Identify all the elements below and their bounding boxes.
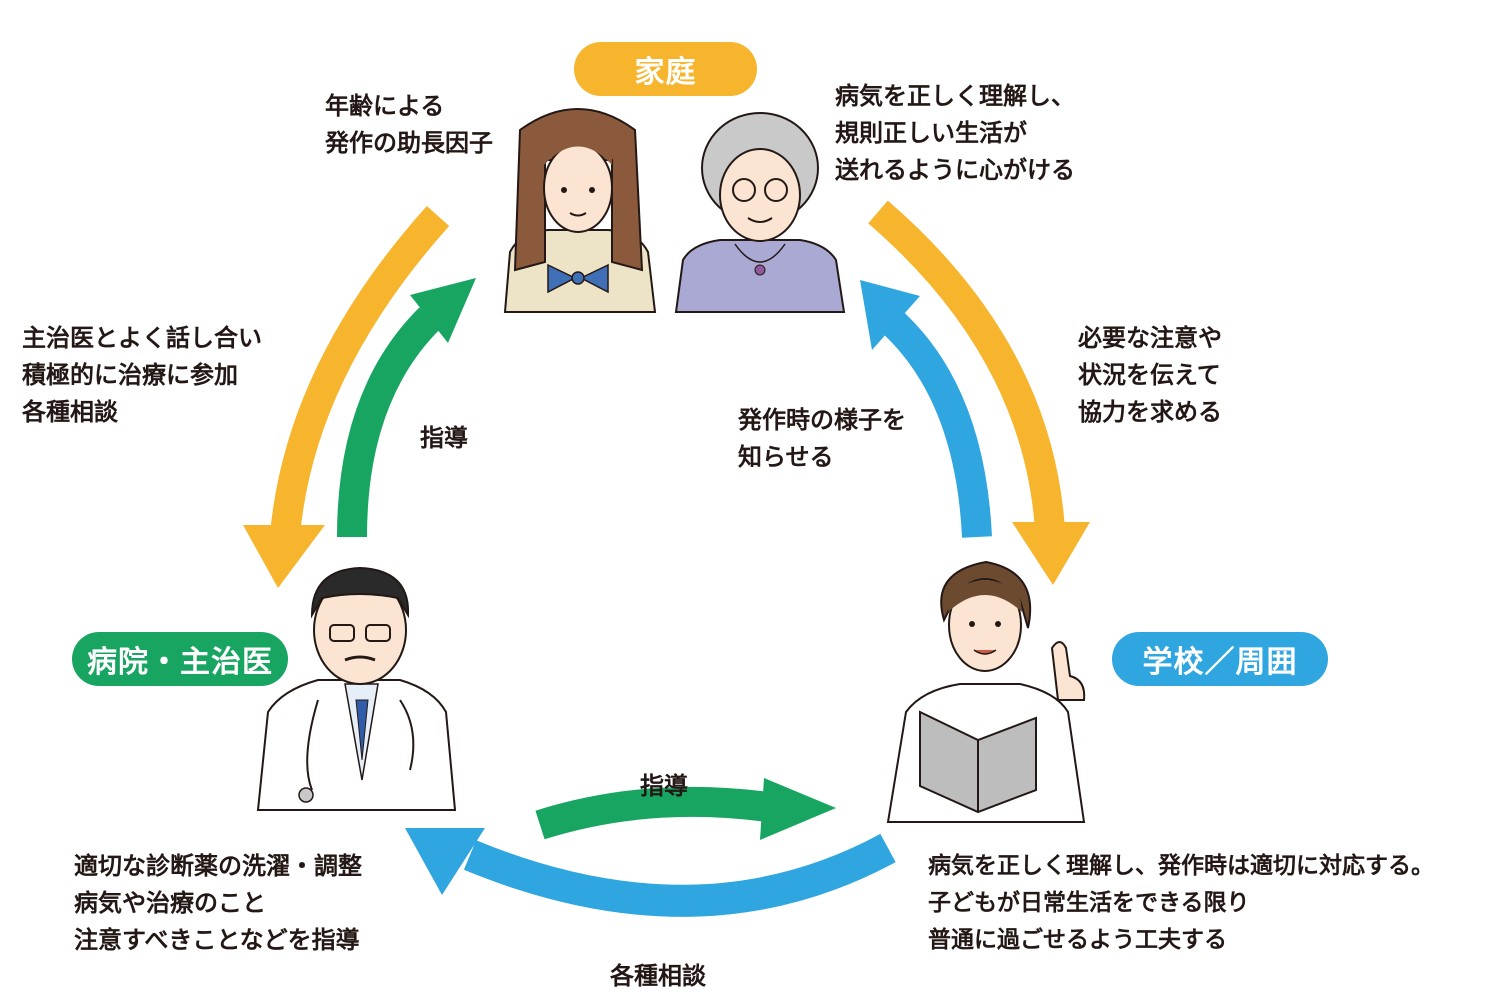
teacher-icon (886, 560, 1086, 823)
arrow-school-to-family (860, 280, 992, 538)
family-node-label: 家庭 (574, 42, 757, 96)
note-doctor-role: 適切な診断薬の洗濯・調整 病気や治療のこと 注意すべきことなどを指導 (74, 852, 362, 954)
note-family-role: 病気を正しく理解し、 規則正しい生活が 送れるように心がける (835, 82, 1075, 184)
note-school-to-family: 発作時の様子を 知らせる (738, 406, 906, 471)
arrow-hospital-to-family (337, 278, 476, 538)
note-doctor-to-school: 指導 (640, 772, 688, 800)
school-node-label: 学校／周囲 (1112, 632, 1328, 686)
grandmother-icon (674, 112, 846, 313)
arrow-family-to-hospital (243, 205, 450, 588)
note-family-to-school: 必要な注意や 状況を伝えて 協力を求める (1078, 324, 1222, 426)
note-school-role: 病気を正しく理解し、発作時は適切に対応する。 子どもが日常生活をできる限り 普通… (928, 853, 1434, 953)
arrow-school-to-hospital (405, 828, 896, 917)
girl-student-icon (503, 108, 657, 313)
arrow-hospital-to-school (535, 778, 836, 840)
arrow-family-to-school (868, 200, 1090, 585)
note-patient-to-doctor: 主治医とよく話し合い 積極的に治療に参加 各種相談 (22, 324, 262, 426)
note-school-to-doctor: 各種相談 (610, 962, 706, 990)
note-doctor-to-family: 指導 (420, 424, 468, 452)
hospital-node-label: 病院・主治医 (72, 632, 288, 686)
note-age-factors: 年齢による 発作の助長因子 (325, 92, 493, 157)
doctor-icon (256, 566, 457, 811)
